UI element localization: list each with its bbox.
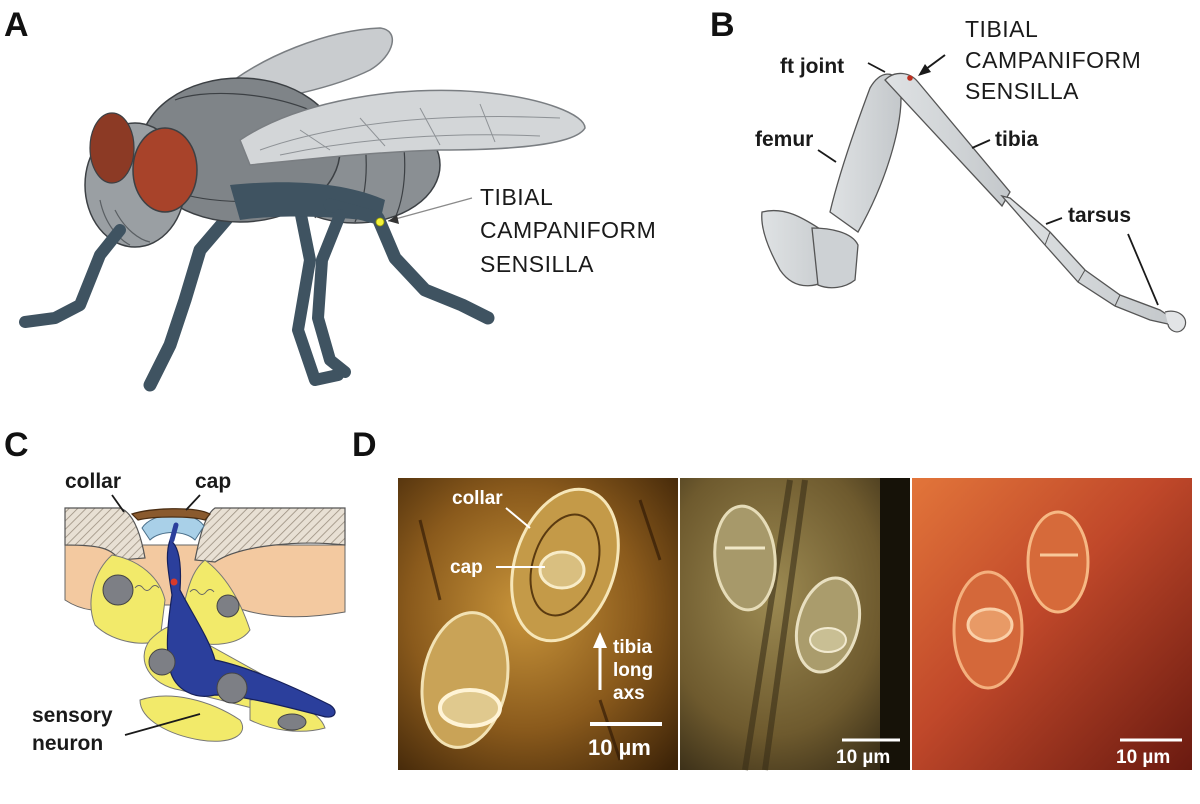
panel-label-c: C (4, 426, 29, 464)
sensillum-3a (1026, 510, 1090, 614)
tibia-segment (884, 72, 1011, 208)
cuticle-left (64, 507, 146, 561)
sensory-neuron-body (166, 539, 336, 718)
femur-segment (829, 73, 902, 233)
tibial-sensilla-mark (907, 75, 913, 81)
fly-leg-hind (323, 198, 495, 325)
label-collar-d: collar (452, 488, 503, 509)
fly-eye-far (89, 112, 135, 184)
cuticle-right (194, 507, 346, 563)
label-axis-tibia: tibia (613, 637, 652, 658)
fly-leg-mid (143, 208, 237, 392)
micrograph-2 (680, 478, 910, 771)
callout-b-line1: TIBIAL (965, 16, 1038, 42)
panel-d: D collar cap tibia long axs 10 µm (352, 426, 1192, 771)
callout-b-line2: CAMPANIFORM (965, 47, 1141, 73)
scale-label-2: 10 µm (836, 747, 890, 768)
panel-label-a: A (4, 6, 29, 44)
label-cap-c: cap (195, 470, 231, 493)
cell-nucleus (102, 574, 134, 606)
label-ft-joint: ft joint (780, 55, 844, 78)
micrograph-3 (912, 478, 1192, 770)
panel-label-b: B (710, 6, 735, 44)
label-collar-c: collar (65, 470, 121, 493)
label-neuron: neuron (32, 732, 103, 755)
fly-illustration (19, 27, 586, 392)
label-femur: femur (755, 128, 813, 151)
callout-line-a (387, 197, 473, 222)
sensillum-2b (794, 576, 862, 674)
label-tibia: tibia (995, 128, 1038, 151)
scale-label-3: 10 µm (1116, 747, 1170, 768)
label-axis-axs: axs (613, 683, 645, 704)
cap-structure (130, 508, 211, 521)
label-sensory: sensory (32, 704, 113, 727)
label-tarsus: tarsus (1068, 204, 1131, 227)
callout-a-line2: CAMPANIFORM (480, 217, 656, 243)
panel-label-d: D (352, 426, 377, 464)
label-cap-d: cap (450, 557, 483, 578)
label-axis-long: long (613, 660, 653, 681)
fly-leg-front (19, 224, 126, 328)
panel-b: B ft joint TIBIAL CAMPANIFORM SENSILLA f… (710, 6, 1187, 333)
panel-c: C collar cap sensory neuron (4, 426, 346, 755)
micrograph-1 (398, 478, 678, 770)
tarsal-claw (1164, 310, 1187, 333)
panel-a: A (4, 6, 656, 392)
scale-label-1: 10 µm (588, 735, 651, 760)
fly-eye-near (132, 127, 198, 213)
sensilla-dot (375, 217, 385, 227)
sensilla-diagram (64, 507, 346, 742)
fly-leg-back (292, 204, 344, 386)
callout-a-line1: TIBIAL (480, 184, 553, 210)
callout-a-line3: SENSILLA (480, 251, 594, 277)
sensillum-2a (713, 504, 777, 612)
callout-b-line3: SENSILLA (965, 78, 1079, 104)
leg-illustration (761, 72, 1187, 333)
